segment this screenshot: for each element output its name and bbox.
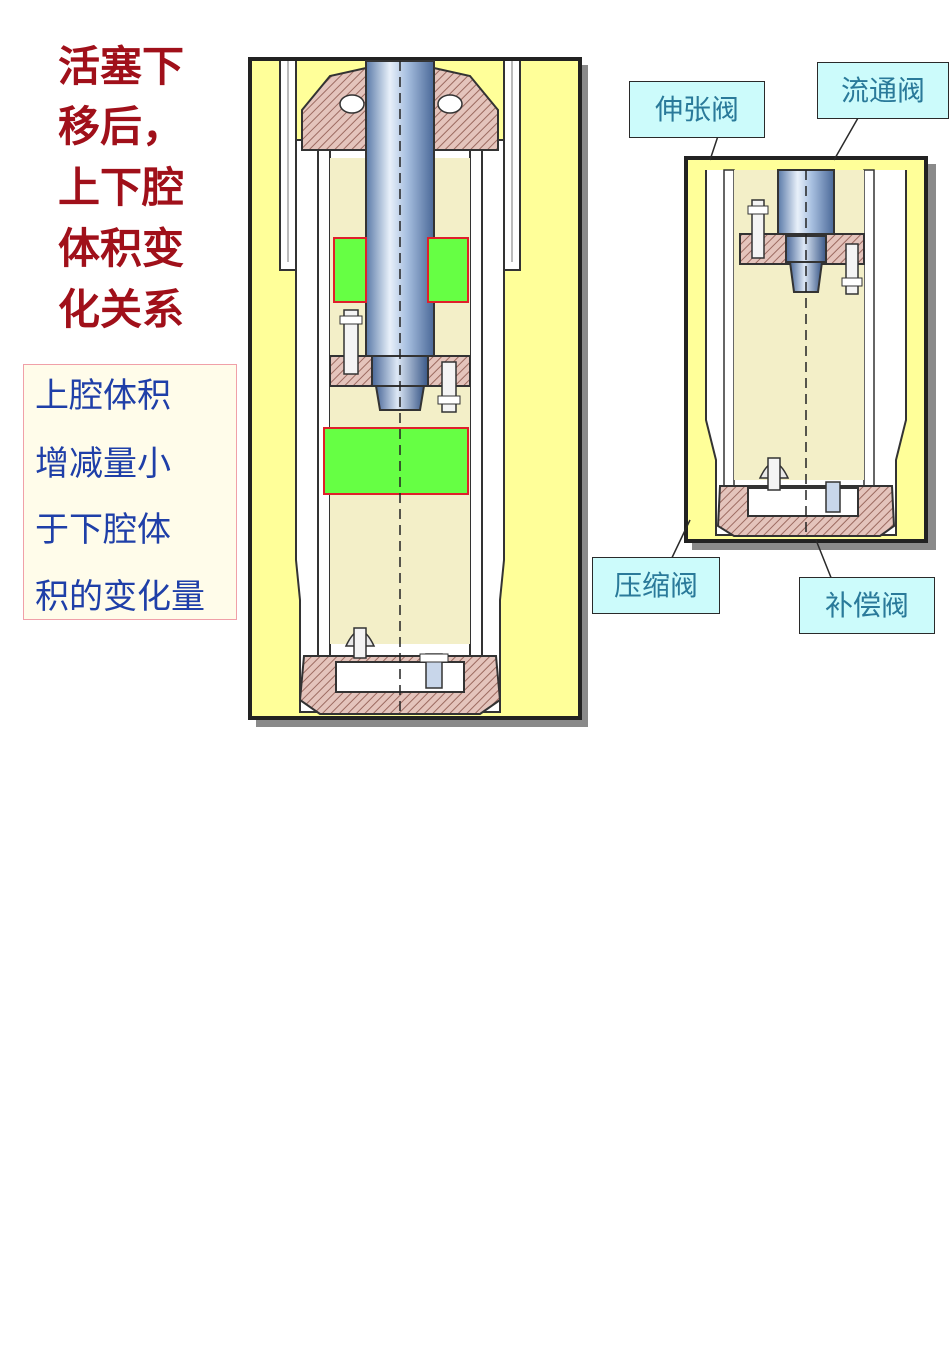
- title-line-1: 活塞下: [58, 42, 185, 91]
- note-box: 上腔体积 增减量小 于下腔体 积的变化量: [23, 364, 237, 620]
- title-line-3: 上下腔: [58, 163, 185, 212]
- callout-rebound-valve: 伸张阀: [629, 81, 765, 138]
- title-line-4: 体积变: [58, 224, 185, 273]
- note-line-4: 积的变化量: [35, 577, 205, 617]
- note-line-2: 增减量小: [35, 444, 171, 484]
- title-line-5: 化关系: [58, 285, 185, 334]
- main-cross-section: [248, 57, 588, 727]
- note-line-3: 于下腔体: [35, 510, 171, 550]
- callout-flow-valve: 流通阀: [817, 62, 949, 119]
- note-line-1: 上腔体积: [35, 376, 171, 416]
- lower-volume: [323, 427, 469, 495]
- callout-compensation-valve: 补偿阀: [799, 577, 935, 634]
- detail-cross-section: [684, 156, 936, 550]
- title-line-2: 移后，: [58, 102, 185, 151]
- leader-flow-valve: [833, 117, 872, 161]
- upper-volume-right: [427, 237, 469, 303]
- upper-volume-left: [333, 237, 367, 303]
- callout-compression-valve: 压缩阀: [592, 557, 720, 614]
